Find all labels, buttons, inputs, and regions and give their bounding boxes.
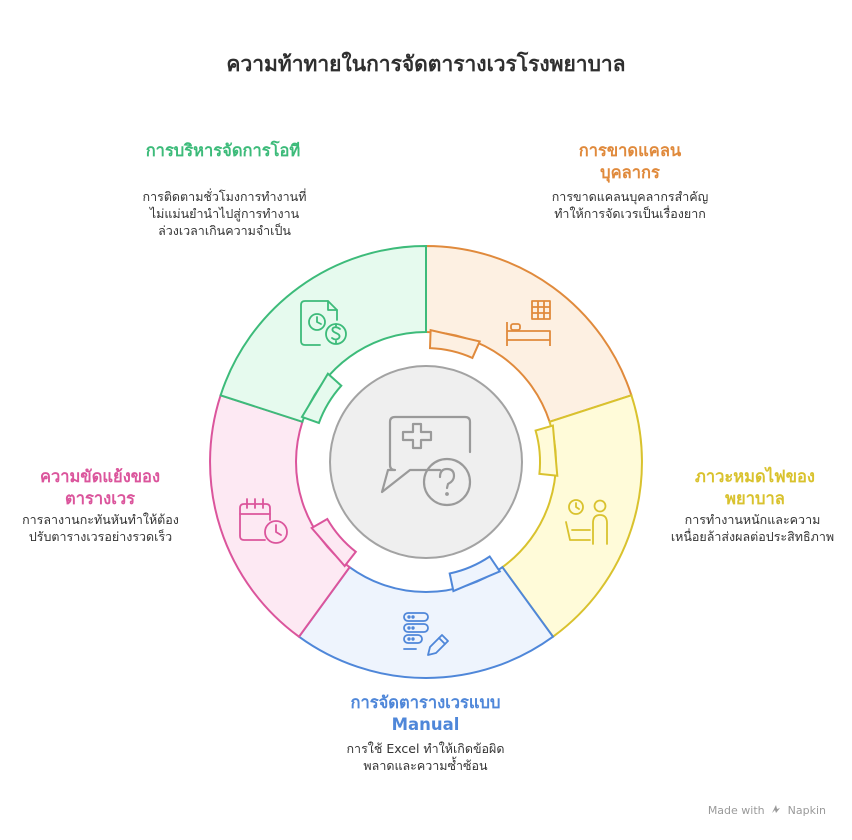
label-overtime-title: การบริหารจัดการโอที: [145, 141, 301, 160]
ring-segment-staff-shortage: [425, 244, 633, 424]
center-circle: [329, 365, 523, 559]
medical-question-icon: [380, 415, 472, 507]
time-money-icon: [300, 300, 347, 346]
ring-segments: [209, 244, 643, 679]
footer-brand: Napkin: [787, 804, 826, 817]
label-overtime-desc: การติดตามชั่วโมงการทำงานที่ไม่แม่นยำนำไป…: [142, 189, 307, 238]
footer-credit: Made with Napkin: [708, 804, 826, 817]
label-staff-shortage-title: การขาดแคลนบุคลากร: [578, 141, 682, 182]
database-edit-icon: [403, 612, 449, 656]
ring-segment-manual-tab: [448, 555, 502, 593]
ring-segment-conflict: [209, 394, 358, 639]
ring-segment-overtime: [219, 244, 427, 425]
diagram-title: ความท้าทายในการจัดตารางเวรโรงพยาบาล: [226, 52, 626, 76]
ring-segment-staff-shortage-tab: [428, 328, 482, 360]
ring-segment-overtime-tab: [300, 372, 343, 425]
label-manual-desc: การใช้ Excel ทำให้เกิดข้อผิดพลาดและความซ…: [346, 741, 505, 773]
ring-segment-burnout-tab: [534, 424, 559, 477]
label-burnout-title: ภาวะหมดไฟของพยาบาล: [695, 467, 815, 508]
napkin-logo-icon: [771, 804, 781, 817]
ring-segment-burnout: [501, 394, 643, 639]
label-conflict-desc: การลางานกะทันหันทำให้ต้องปรับตารางเวรอย่…: [22, 512, 179, 544]
footer-made-with: Made with: [707, 804, 765, 817]
label-staff-shortage-desc: การขาดแคลนบุคลากรสำคัญทำให้การจัดเวรเป็น…: [551, 189, 709, 221]
calendar-clock-icon: [239, 498, 288, 544]
label-conflict-title: ความขัดแย้งของตารางเวร: [39, 467, 161, 508]
tired-worker-icon: [565, 499, 608, 545]
label-burnout-desc: การทำงานหนักและความเหนื่อยล้าส่งผลต่อประ…: [670, 512, 835, 544]
label-manual-title: การจัดตารางเวรแบบ Manual: [350, 693, 501, 734]
ring-segment-conflict-tab: [310, 517, 358, 568]
ring-segment-manual: [297, 555, 555, 679]
bed-icon: [506, 300, 551, 346]
